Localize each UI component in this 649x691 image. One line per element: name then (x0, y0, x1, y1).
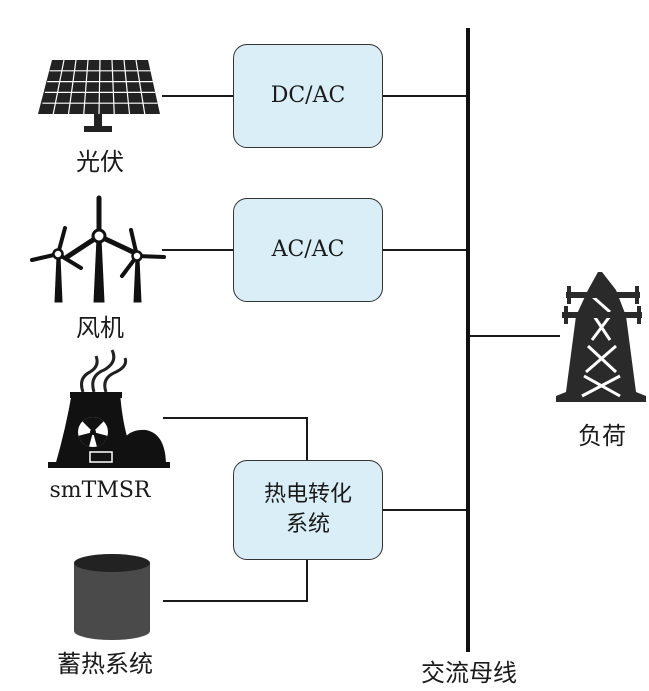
dcac-converter-label: DC/AC (270, 83, 346, 109)
smtmsr-label: smTMSR (49, 478, 151, 503)
smtmsr-to-thermal-line (163, 417, 308, 460)
wind-label: 风机 (76, 314, 124, 342)
thermal-converter-line1: 热电转化 (263, 482, 352, 508)
pv-label: 光伏 (76, 148, 124, 176)
wind-turbine-icon (30, 195, 166, 303)
storage-to-thermal-line (163, 560, 308, 602)
thermal-electric-converter: 热电转化 系统 (233, 460, 383, 560)
transmission-tower-icon (556, 272, 646, 402)
thermal-converter-line2: 系统 (285, 512, 330, 537)
storage-tank-icon (74, 554, 150, 640)
ac-bus-label: 交流母线 (421, 659, 517, 687)
acac-converter: AC/AC (233, 198, 383, 302)
load-label: 负荷 (578, 422, 626, 450)
solar-panel-icon (38, 59, 160, 132)
dcac-converter: DC/AC (233, 44, 383, 148)
storage-label: 蓄热系统 (57, 650, 153, 678)
nuclear-reactor-icon (48, 349, 170, 468)
connection-lines (162, 95, 560, 602)
acac-converter-label: AC/AC (271, 237, 345, 263)
